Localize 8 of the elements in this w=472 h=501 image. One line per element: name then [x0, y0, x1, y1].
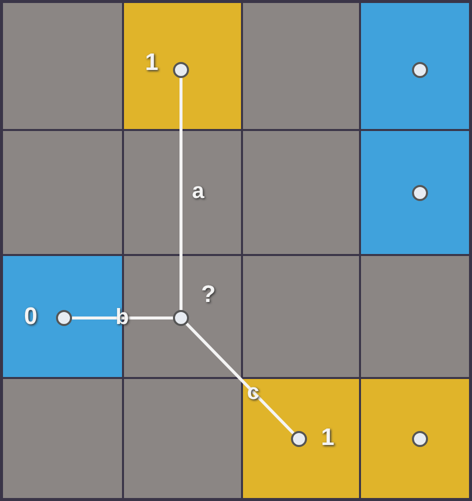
- connector-line: [72, 316, 173, 320]
- edge-label: a: [192, 180, 204, 202]
- point-label: ?: [201, 282, 216, 308]
- connector-line: [186, 322, 294, 434]
- point-label: 1: [145, 50, 158, 76]
- point-label: 1: [321, 425, 334, 451]
- point-label: 0: [24, 304, 38, 330]
- connector-line: [180, 78, 182, 310]
